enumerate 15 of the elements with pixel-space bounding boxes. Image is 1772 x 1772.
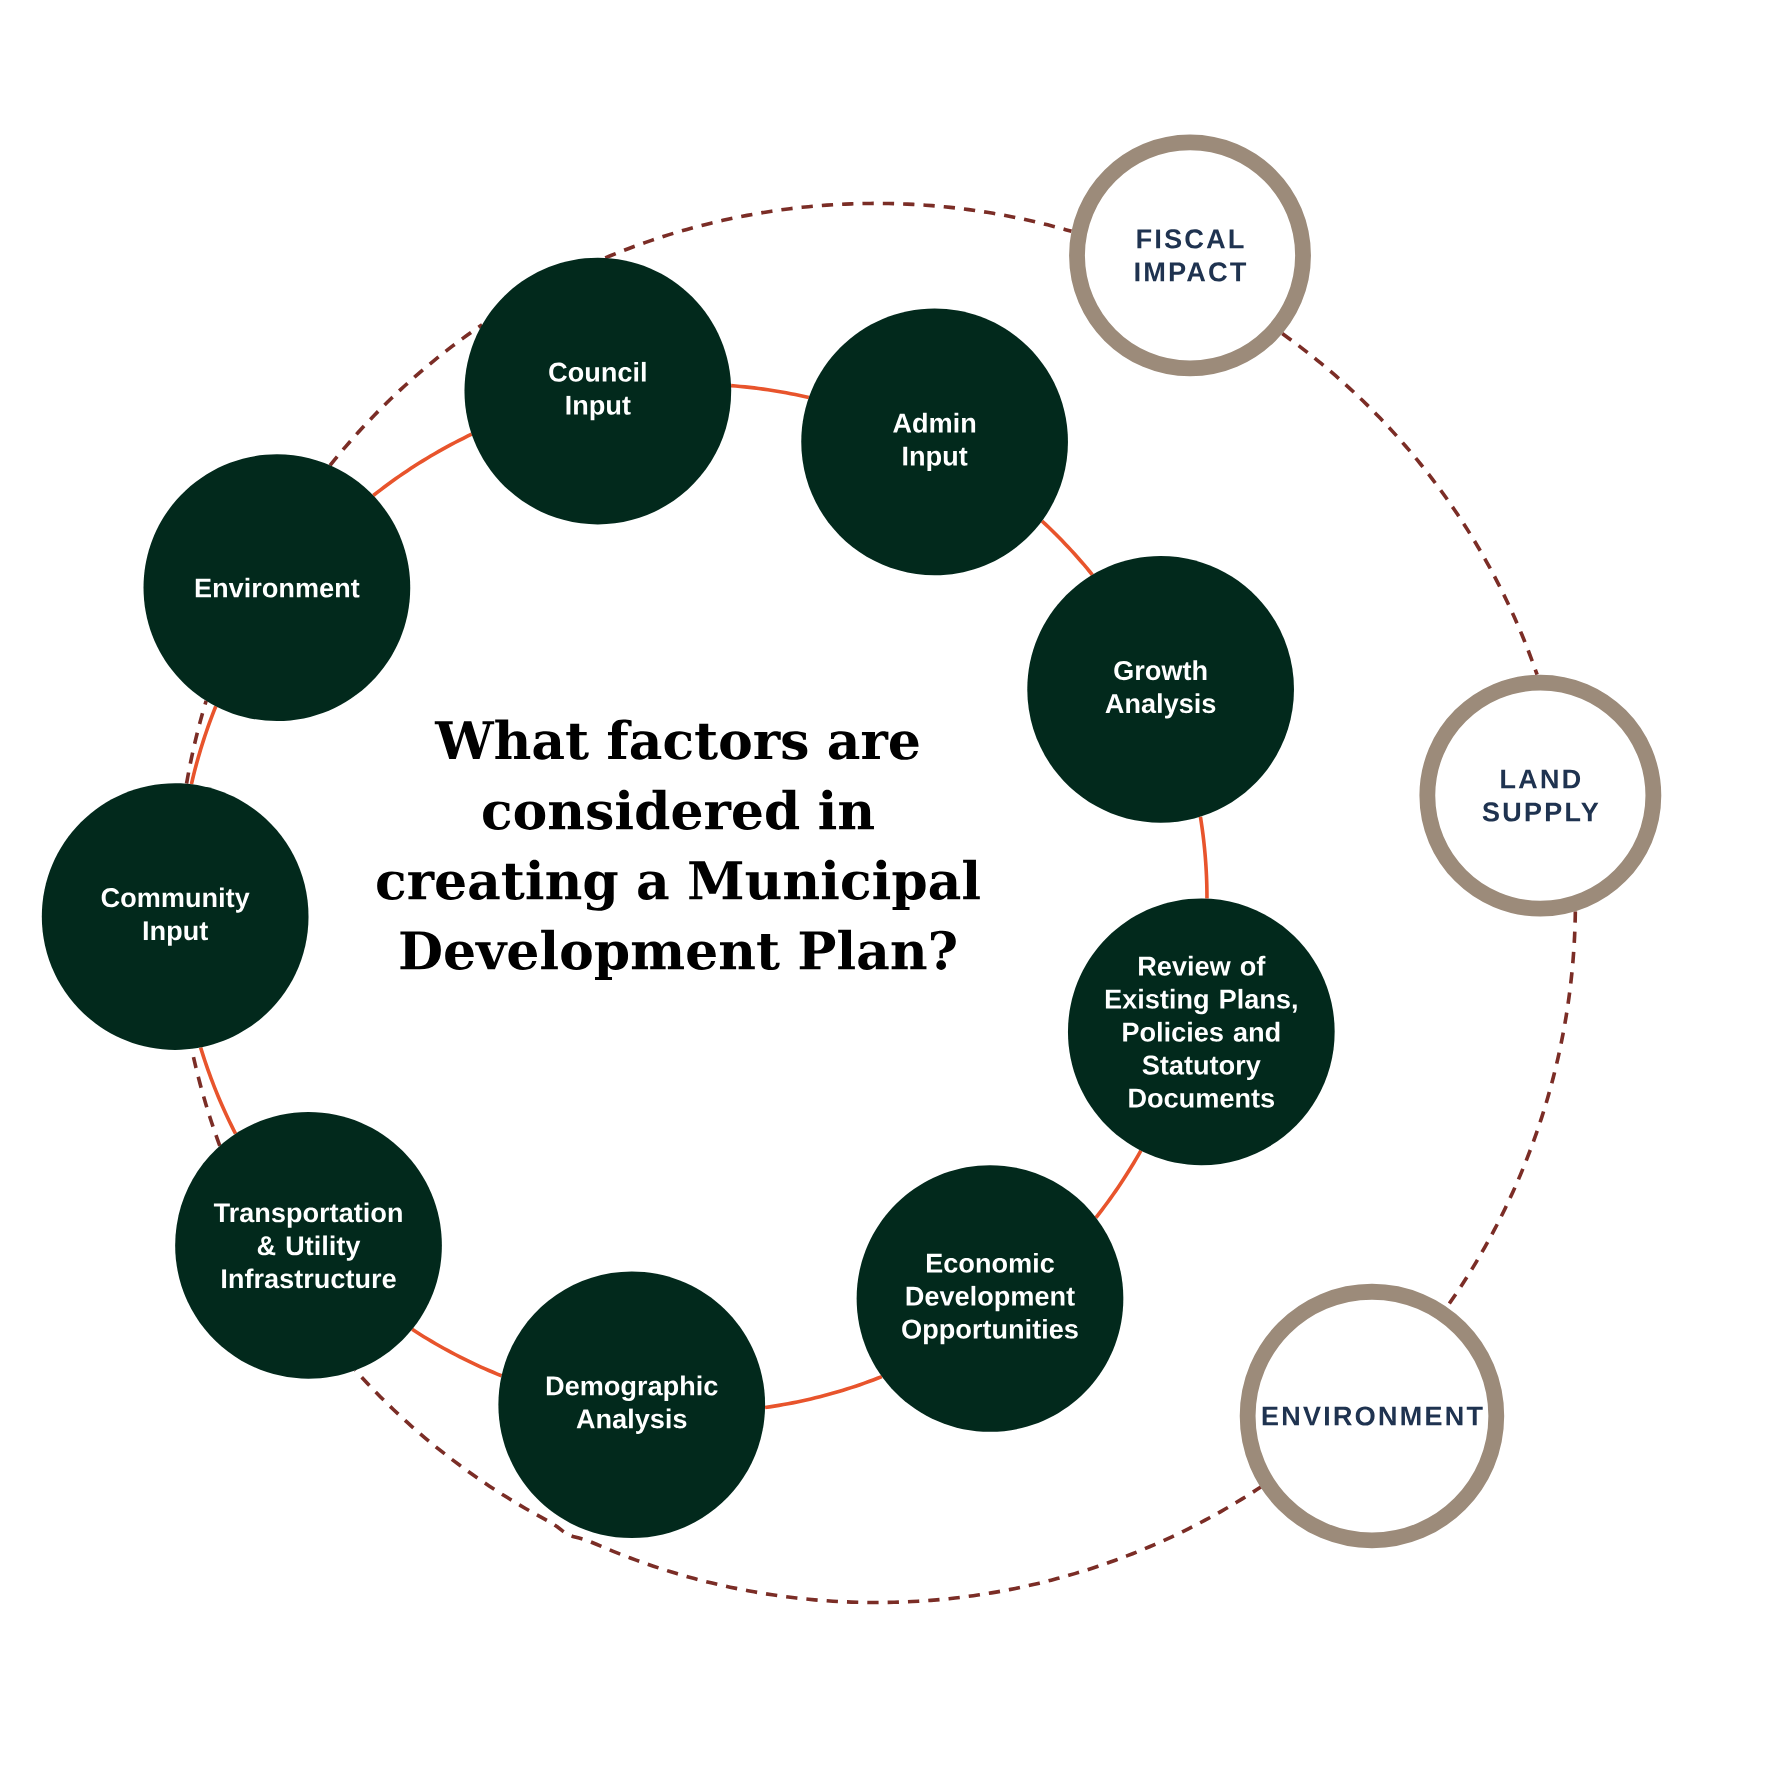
ring-segment bbox=[353, 1369, 1264, 1605]
ring-segment bbox=[1094, 1149, 1143, 1219]
ring-segment bbox=[1198, 816, 1209, 899]
ring-segment bbox=[764, 1374, 883, 1410]
ring-segment bbox=[372, 432, 473, 497]
title: What factors are considered in creating a Municipal Development Plan? bbox=[377, 719, 980, 981]
ring-segment bbox=[604, 201, 1072, 260]
ring-segment bbox=[198, 1046, 238, 1135]
ring-segment bbox=[730, 383, 810, 400]
ring-segment bbox=[189, 705, 218, 785]
ring-segment bbox=[1281, 332, 1539, 676]
ring-segment bbox=[328, 323, 484, 467]
ring-segment bbox=[184, 700, 208, 784]
ring-segment bbox=[411, 1327, 503, 1378]
ring-segment bbox=[1040, 519, 1094, 576]
